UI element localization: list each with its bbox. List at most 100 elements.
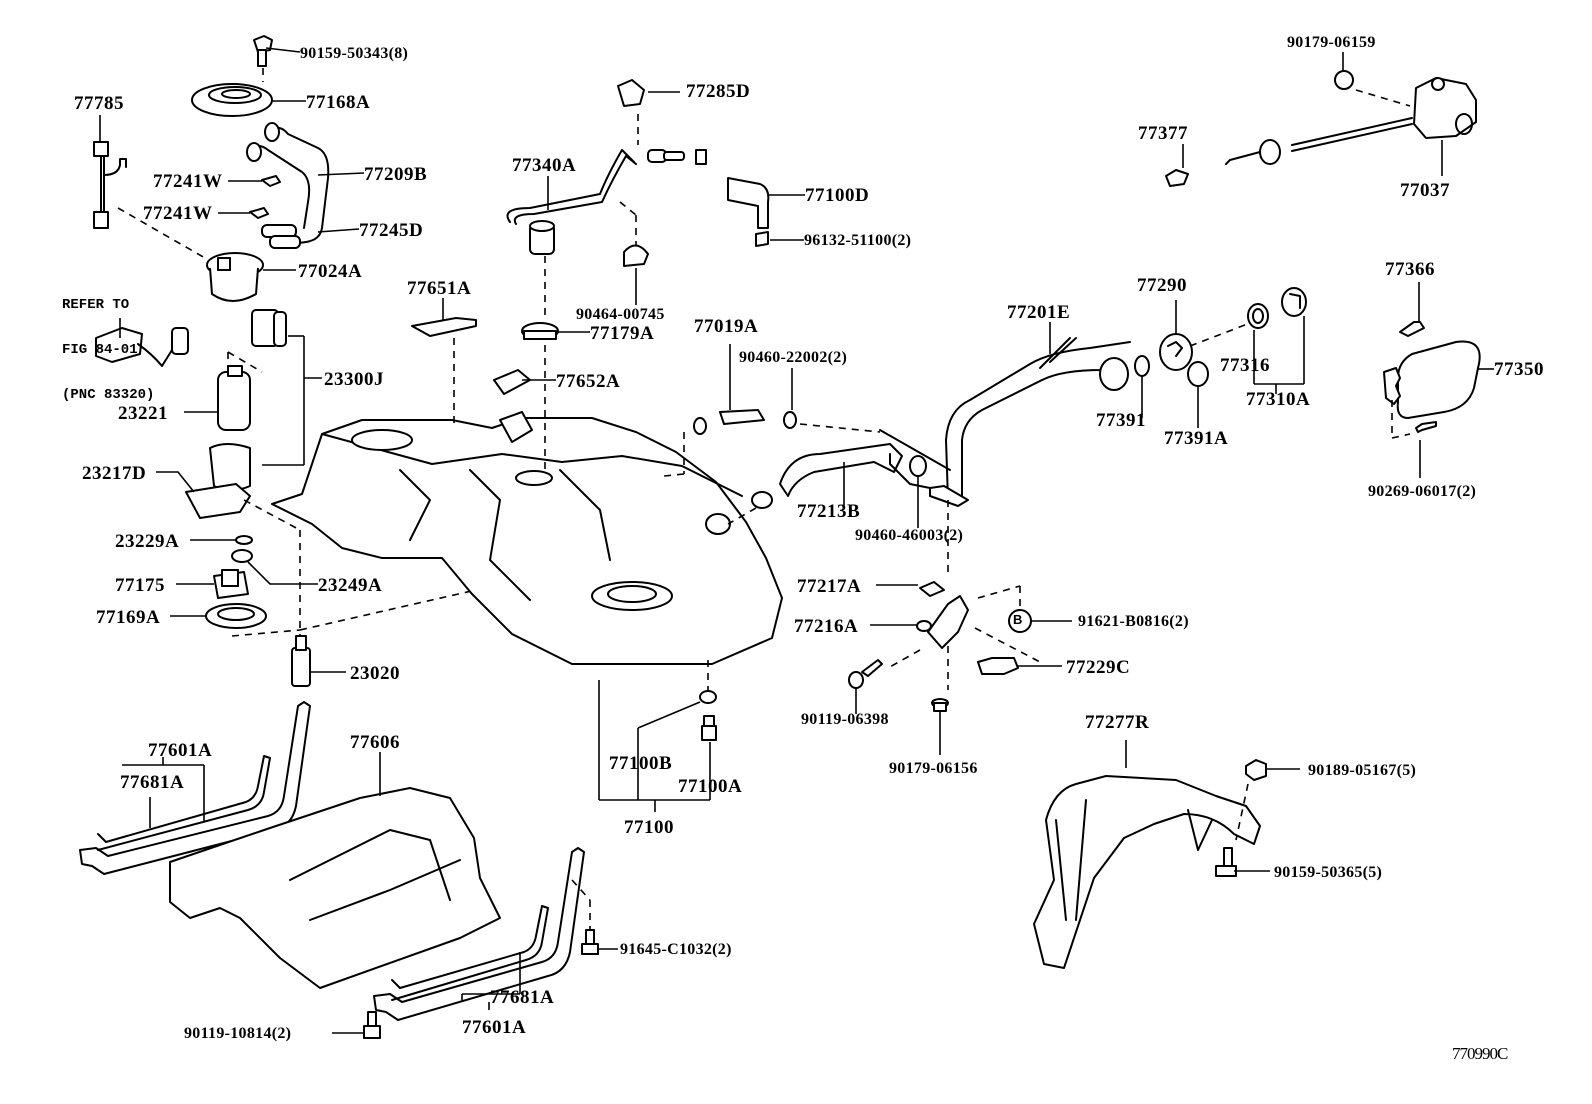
part-label-23020[interactable]: 23020 bbox=[350, 663, 400, 684]
part-label-23229A[interactable]: 23229A bbox=[115, 531, 180, 552]
filler-pipe-icon bbox=[879, 337, 1131, 507]
part-label-77100D[interactable]: 77100D bbox=[805, 185, 870, 206]
retainer-plate-icon bbox=[191, 83, 273, 117]
part-label-23249A[interactable]: 23249A bbox=[318, 575, 383, 596]
figure-id: 770990C bbox=[1452, 1044, 1508, 1063]
part-label-91645-C1032[interactable]: 91645-C1032(2) bbox=[620, 941, 732, 958]
part-label-77179A[interactable]: 77179A bbox=[590, 323, 655, 344]
part-label-77316[interactable]: 77316 bbox=[1220, 355, 1270, 376]
part-label-77100B[interactable]: 77100B bbox=[609, 753, 673, 774]
part-label-77024A[interactable]: 77024A bbox=[298, 261, 363, 282]
part-label-77366[interactable]: 77366 bbox=[1385, 259, 1435, 280]
vent-valve-icon bbox=[529, 220, 555, 255]
clamp-icon bbox=[623, 244, 649, 267]
part-label-77217A[interactable]: 77217A bbox=[797, 576, 862, 597]
part-label-77277R[interactable]: 77277R bbox=[1085, 712, 1150, 733]
part-label-90119-10814[interactable]: 90119-10814(2) bbox=[184, 1025, 292, 1042]
part-label-90189-05167[interactable]: 90189-05167(5) bbox=[1308, 762, 1417, 779]
part-label-77681A-right[interactable]: 77681A bbox=[490, 987, 555, 1008]
reference-note-line-2: FIG 84-01 bbox=[62, 342, 138, 358]
part-label-77652A[interactable]: 77652A bbox=[556, 371, 621, 392]
clip-icon bbox=[1165, 169, 1189, 187]
part-label-77340A[interactable]: 77340A bbox=[512, 155, 577, 176]
clamp-icon bbox=[751, 491, 773, 509]
grommet-icon bbox=[231, 549, 253, 563]
bolt-icon bbox=[581, 929, 599, 955]
part-label-90179-06156[interactable]: 90179-06156 bbox=[889, 760, 978, 777]
check-valve-top-icon bbox=[617, 79, 645, 107]
part-label-77241W-upper[interactable]: 77241W bbox=[153, 171, 223, 192]
hinge-spring-icon bbox=[1399, 321, 1425, 337]
part-label-23221[interactable]: 23221 bbox=[118, 403, 168, 424]
reference-note: REFER TO FIG 84-01 (PNC 83320) bbox=[62, 268, 154, 418]
part-label-77169A[interactable]: 77169A bbox=[96, 607, 161, 628]
part-label-77350[interactable]: 77350 bbox=[1494, 359, 1544, 380]
washer-icon bbox=[235, 535, 253, 545]
part-label-77601A-left[interactable]: 77601A bbox=[148, 740, 213, 761]
clip-icon bbox=[977, 657, 1019, 675]
part-label-77391[interactable]: 77391 bbox=[1096, 410, 1146, 431]
clamp-icon bbox=[783, 411, 797, 429]
fuel-tank-icon bbox=[271, 411, 783, 665]
part-label-90269-06017[interactable]: 90269-06017(2) bbox=[1368, 483, 1477, 500]
part-label-77391A[interactable]: 77391A bbox=[1164, 428, 1229, 449]
part-label-77681A-left[interactable]: 77681A bbox=[120, 772, 185, 793]
part-label-77606[interactable]: 77606 bbox=[350, 732, 400, 753]
part-label-77037[interactable]: 77037 bbox=[1400, 180, 1450, 201]
part-label-90159-50365[interactable]: 90159-50365(5) bbox=[1274, 864, 1383, 881]
part-label-96132-51100[interactable]: 96132-51100(2) bbox=[804, 232, 912, 249]
fender-liner-icon bbox=[1033, 775, 1261, 969]
tank-protector-icon bbox=[169, 787, 501, 989]
part-label-90460-22002[interactable]: 90460-22002(2) bbox=[739, 349, 848, 366]
part-label-77175[interactable]: 77175 bbox=[115, 575, 165, 596]
sender-gauge-icon bbox=[206, 252, 264, 302]
gasket-ring-icon bbox=[205, 603, 267, 629]
part-label-77245D[interactable]: 77245D bbox=[359, 220, 424, 241]
filler-neck-icon bbox=[1159, 333, 1193, 371]
part-label-77377[interactable]: 77377 bbox=[1138, 123, 1188, 144]
bracket-icon bbox=[927, 595, 969, 649]
part-label-77213B[interactable]: 77213B bbox=[797, 501, 861, 522]
part-label-77785[interactable]: 77785 bbox=[74, 93, 124, 114]
part-label-77168A[interactable]: 77168A bbox=[306, 92, 371, 113]
clip-icon bbox=[261, 175, 281, 187]
callout-b-label: B bbox=[1013, 612, 1023, 627]
part-label-23217D[interactable]: 23217D bbox=[82, 463, 147, 484]
part-label-90119-06398[interactable]: 90119-06398 bbox=[801, 711, 889, 728]
bolt-icon bbox=[848, 659, 883, 689]
part-label-77216A[interactable]: 77216A bbox=[794, 616, 859, 637]
part-label-90460-46003[interactable]: 90460-46003(2) bbox=[855, 527, 964, 544]
fuel-tube-assembly-icon bbox=[246, 122, 330, 249]
clamp-icon bbox=[919, 581, 945, 597]
fuel-pump-icon bbox=[217, 365, 251, 431]
part-label-77310A[interactable]: 77310A bbox=[1246, 389, 1311, 410]
reference-note-line-1: REFER TO bbox=[62, 297, 130, 313]
part-label-77209B[interactable]: 77209B bbox=[364, 164, 428, 185]
part-label-77651A[interactable]: 77651A bbox=[407, 278, 472, 299]
part-label-90464-00745[interactable]: 90464-00745 bbox=[576, 306, 665, 323]
part-label-77601A-right[interactable]: 77601A bbox=[462, 1017, 527, 1038]
connector-icon bbox=[95, 327, 189, 367]
part-label-77019A[interactable]: 77019A bbox=[694, 316, 759, 337]
part-label-77229C[interactable]: 77229C bbox=[1066, 657, 1131, 678]
clip-nut-icon bbox=[1245, 759, 1267, 781]
bolt-icon bbox=[253, 35, 273, 67]
part-label-77100[interactable]: 77100 bbox=[624, 817, 674, 838]
part-label-77241W-lower[interactable]: 77241W bbox=[143, 203, 213, 224]
clamp-icon bbox=[693, 417, 707, 435]
part-label-77285D[interactable]: 77285D bbox=[686, 81, 751, 102]
clamp-icon bbox=[755, 231, 769, 247]
part-label-23300J[interactable]: 23300J bbox=[324, 369, 384, 390]
part-label-77290[interactable]: 77290 bbox=[1137, 275, 1187, 296]
part-label-91621-B0816[interactable]: 91621-B0816(2) bbox=[1078, 613, 1189, 630]
part-label-77201E[interactable]: 77201E bbox=[1007, 302, 1071, 323]
part-label-90179-06159[interactable]: 90179-06159 bbox=[1287, 34, 1376, 51]
part-label-90159-50343[interactable]: 90159-50343(8) bbox=[300, 45, 409, 62]
fuel-cap-icon bbox=[1281, 287, 1307, 317]
part-label-77100A[interactable]: 77100A bbox=[678, 776, 743, 797]
fuel-pump-bracket-icon bbox=[251, 309, 287, 347]
hose-icon bbox=[727, 177, 770, 229]
fuel-door-icon bbox=[1383, 340, 1481, 419]
grommet-icon bbox=[521, 322, 559, 340]
